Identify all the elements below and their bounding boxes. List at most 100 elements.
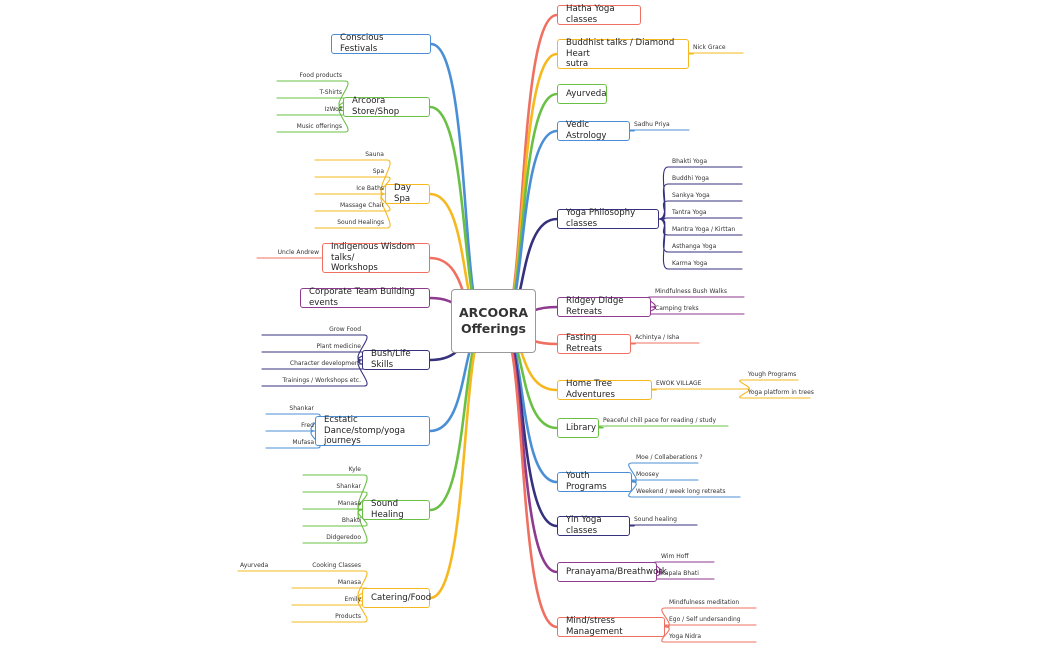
sub-connector <box>595 425 729 429</box>
sub-topic[interactable]: Uncle Andrew <box>277 249 319 256</box>
sub-connector <box>302 508 368 511</box>
sub-topic[interactable]: Products <box>335 613 361 620</box>
sub-topic[interactable]: Kyle <box>348 466 361 473</box>
sub-connector <box>648 388 748 391</box>
sub-connector <box>661 624 757 628</box>
sub-connector <box>658 200 743 220</box>
sub-topic[interactable]: Massage Chair <box>340 202 384 209</box>
sub-topic[interactable]: Character development <box>289 360 361 367</box>
sub-topic[interactable]: Bhakti <box>341 517 361 524</box>
topic-left[interactable]: Catering/Food <box>362 588 431 608</box>
sub-topic[interactable]: Sankya Yoga <box>672 192 710 199</box>
sub-topic[interactable]: Manasa <box>337 579 361 586</box>
topic-right[interactable]: Youth Programs <box>557 471 632 492</box>
topic-left[interactable]: Day Spa <box>385 183 430 204</box>
sub-topic[interactable]: Nick Grace <box>693 44 726 51</box>
sub-topic[interactable]: Spa <box>372 168 384 175</box>
sub-topic[interactable]: Cooking Classes <box>312 562 361 569</box>
sub-topic[interactable]: Weekend / week long retreats <box>636 488 726 495</box>
sub-topic[interactable]: Mindfulness meditation <box>669 599 740 606</box>
central-topic[interactable]: ARCOORA Offerings <box>451 289 536 353</box>
sub-topic[interactable]: Grow Food <box>329 326 361 333</box>
topic-right[interactable]: Library <box>557 418 599 438</box>
sub-topic[interactable]: Trainings / Workshops etc. <box>282 377 361 384</box>
topic-left[interactable]: Sound Healing <box>362 499 430 520</box>
sub-topic[interactable]: Mufasa <box>292 439 314 446</box>
sub-connector <box>314 176 391 195</box>
topic-left[interactable]: Conscious Festivals <box>331 33 431 54</box>
sub-topic[interactable]: Kapala Bhati <box>661 570 699 577</box>
topic-left[interactable]: Corporate Team Building events <box>300 287 430 308</box>
topic-right[interactable]: Yin Yoga classes <box>557 515 630 536</box>
sub-connector <box>627 342 700 345</box>
sub-connector <box>628 481 741 498</box>
sub-topic[interactable]: Moe / Collaberations ? <box>636 454 703 461</box>
sub-topic[interactable]: Yoga Nidra <box>669 633 702 640</box>
sub-topic[interactable]: Fred <box>301 422 314 429</box>
sub-topic[interactable]: IzWoz <box>324 106 342 113</box>
topic-left[interactable]: Arcoora Store/Shop <box>343 96 430 117</box>
topic-right[interactable]: Vedic Astrology <box>557 120 630 141</box>
sub-topic[interactable]: Buddhi Yoga <box>672 175 709 182</box>
topic-right[interactable]: Fasting Retreats <box>557 333 631 354</box>
sub-connector <box>302 509 368 544</box>
sub-topic[interactable]: Camping treks <box>655 305 699 312</box>
topic-right[interactable]: Home Tree Adventures <box>557 379 652 400</box>
sub-topic[interactable]: Music offerings <box>296 123 342 130</box>
sub-sub-topic[interactable]: Ayurveda <box>240 562 269 569</box>
sub-topic[interactable]: Emily <box>344 596 361 603</box>
sub-topic[interactable]: Didgeredoo <box>326 534 361 541</box>
topic-right[interactable]: Buddhist talks / Diamond Heart sutra <box>557 38 689 69</box>
sub-connector <box>261 334 368 361</box>
topic-right[interactable]: Hatha Yoga classes <box>557 4 641 25</box>
sub-topic[interactable]: Tantra Yoga <box>672 209 707 216</box>
sub-connector <box>261 359 368 387</box>
branch-line <box>428 325 487 512</box>
sub-topic[interactable]: Moosey <box>636 471 659 478</box>
topic-left[interactable]: Ecstatic Dance/stomp/yoga journeys <box>315 415 430 446</box>
sub-connector <box>685 52 744 55</box>
sub-topic[interactable]: Mantra Yoga / Kirttan <box>672 226 736 233</box>
topic-left[interactable]: Indigenous Wisdom talks/ Workshops <box>322 242 430 273</box>
sub-topic[interactable]: Asthanga Yoga <box>672 243 717 250</box>
sub-sub-topic[interactable]: Yoga platform in trees <box>748 389 814 396</box>
sub-connector <box>261 351 368 361</box>
sub-topic[interactable]: Sadhu Priya <box>634 121 670 128</box>
sub-connector <box>739 379 799 390</box>
sub-topic[interactable]: Karma Yoga <box>672 260 708 267</box>
sub-connector <box>276 106 349 133</box>
topic-right[interactable]: Yoga Philosophy classes <box>557 208 659 229</box>
topic-right[interactable]: Mind/stress Management <box>557 616 665 637</box>
sub-connector <box>626 524 698 527</box>
sub-topic[interactable]: Food products <box>299 72 343 79</box>
sub-connector <box>628 479 699 483</box>
sub-topic[interactable]: T-Shirts <box>319 89 342 96</box>
sub-topic[interactable]: Shankar <box>336 483 361 490</box>
sub-connector <box>626 129 690 132</box>
sub-topic[interactable]: Sauna <box>365 151 384 158</box>
sub-connector <box>658 217 743 220</box>
sub-topic[interactable]: Sound Healings <box>337 219 384 226</box>
sub-topic[interactable]: Achintya / Isha <box>635 334 680 341</box>
sub-topic[interactable]: Peaceful chill pace for reading / study <box>603 417 717 424</box>
sub-topic[interactable]: Shankar <box>289 405 314 412</box>
sub-topic[interactable]: Sound healing <box>634 516 677 523</box>
sub-topic[interactable]: Manasa <box>337 500 361 507</box>
sub-topic[interactable]: Ice Baths <box>356 185 384 192</box>
sub-topic[interactable]: Wim Hoff <box>661 553 689 560</box>
topic-right[interactable]: Ayurveda <box>557 84 607 104</box>
sub-connector <box>739 388 811 399</box>
sub-connector <box>661 626 757 643</box>
sub-connector <box>291 597 368 623</box>
sub-topic[interactable]: EWOK VILLAGE <box>656 380 702 387</box>
sub-topic[interactable]: Bhakti Yoga <box>672 158 708 165</box>
sub-sub-topic[interactable]: Yough Programs <box>748 371 797 378</box>
sub-topic[interactable]: Mindfulness Bush Walks <box>655 288 727 295</box>
topic-right[interactable]: Ridgey Didge Retreats <box>557 296 651 317</box>
sub-topic[interactable]: Ego / Self undersanding <box>669 616 741 623</box>
sub-topic[interactable]: Plant medicine <box>316 343 362 350</box>
topic-right[interactable]: Pranayama/Breathwork <box>557 562 667 582</box>
branch-line <box>429 42 487 329</box>
topic-left[interactable]: Bush/Life Skills <box>362 349 430 370</box>
